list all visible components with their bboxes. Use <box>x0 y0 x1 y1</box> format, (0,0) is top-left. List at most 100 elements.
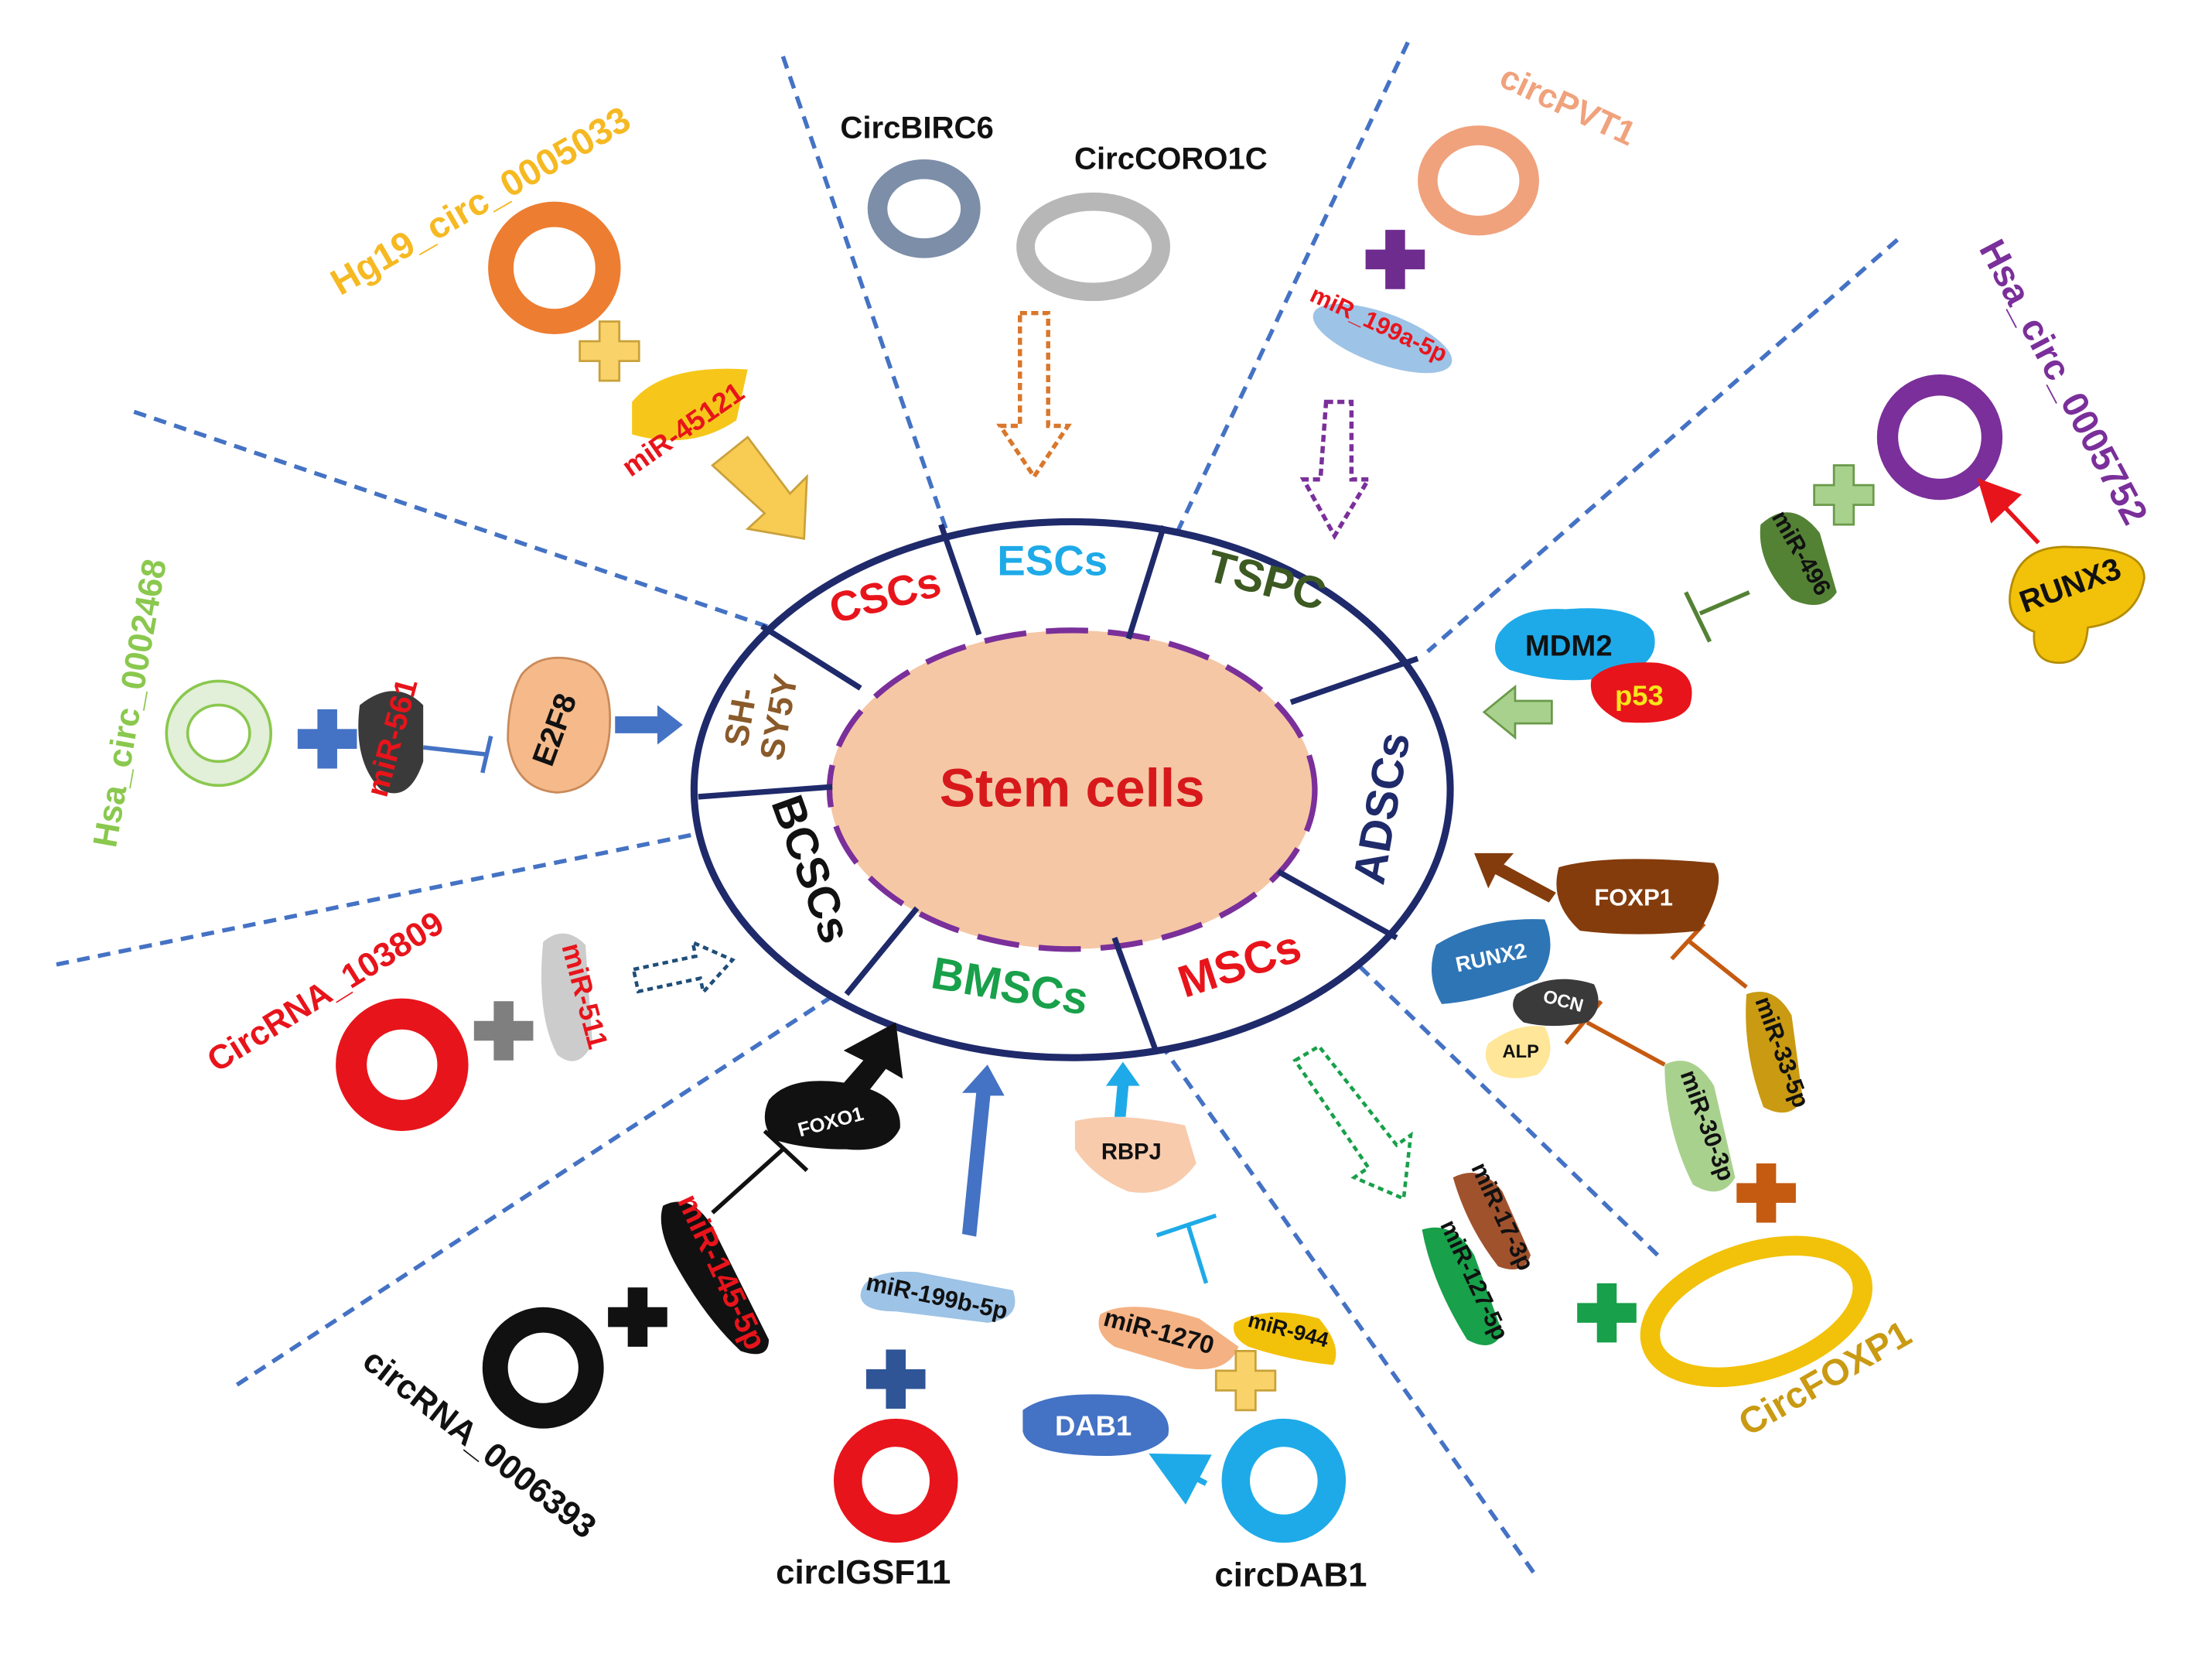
alp-label: ALP <box>1503 1042 1539 1062</box>
arrow-e2f8-to-shsy5y <box>615 705 683 745</box>
hsa2468-ring-hole <box>186 703 251 764</box>
mir496-shape <box>1760 512 1837 606</box>
circpvt1-pathway: circPVT1 miR_199a-5p <box>1299 58 1641 541</box>
circfoxp1-pathway: miR-17-3p miR-127-5p CircFOXP1 miR-30-3p… <box>1292 853 1918 1444</box>
inhibit-line-mir561 <box>422 745 487 757</box>
stem-cell-wheel: Stem cells CSCs ESCs TSPC ADSCs MSCs BMS… <box>690 518 1454 1061</box>
foxp1-shape <box>1556 859 1719 935</box>
mir1270-shape <box>1098 1307 1239 1370</box>
circrna6393-ring <box>482 1307 604 1429</box>
inhibit-bar-mir145 <box>763 1129 809 1172</box>
plus-shape <box>1365 230 1425 289</box>
plus-shape <box>1577 1283 1637 1343</box>
circrna103809-label: CircRNA_103809 <box>200 904 450 1079</box>
spoke <box>1289 655 1419 706</box>
arrow-hollow-purple <box>1299 399 1373 541</box>
hsa5752-ring <box>1876 374 2003 501</box>
circcoro1c-label: CircCORO1C <box>1074 142 1268 176</box>
p53-label: p53 <box>1615 679 1664 711</box>
circigsf11-ring <box>833 1418 958 1543</box>
birc6-coro1c-pathway: CircBIRC6 CircCORO1C <box>840 111 1268 481</box>
circfoxp1-ring <box>1640 1235 1872 1388</box>
hg19-label: Hg19_circ_0005033 <box>324 99 637 304</box>
spoke <box>1111 936 1160 1054</box>
sector-dividers <box>56 41 1900 1574</box>
divider-line <box>133 409 784 634</box>
center-label: Stem cells <box>940 758 1205 818</box>
segment-label-escs: ESCs <box>997 537 1108 585</box>
mir145-shape <box>661 1201 770 1355</box>
circdab1-ring <box>1221 1418 1347 1543</box>
arrow-foxp1-to-adscs <box>1474 853 1556 903</box>
foxp1-label: FOXP1 <box>1594 883 1673 911</box>
arrow-rbpj-to-bmscs <box>1106 1061 1140 1117</box>
circpvt1-ring <box>1418 125 1539 236</box>
plus-shape <box>1214 1349 1277 1412</box>
mir199a-shape <box>1313 303 1452 374</box>
mir199b-shape <box>860 1271 1016 1323</box>
circbirc6-label: CircBIRC6 <box>840 111 993 145</box>
circdab1-pathway: RBPJ miR-1270 miR-944 DAB1 circDAB1 <box>1022 1061 1367 1594</box>
divider-line <box>1133 41 1410 622</box>
spoke <box>844 906 920 996</box>
mdm2-shape <box>1495 608 1655 681</box>
rbpj-shape <box>1074 1116 1196 1193</box>
mir127-shape <box>1422 1227 1503 1346</box>
dab1-shape <box>1022 1394 1169 1457</box>
inhibit-line-mir30 <box>1586 1020 1666 1067</box>
hg19-circ-ring <box>488 201 621 335</box>
plus-shape <box>473 1001 534 1061</box>
circigsf11-label: circIGSF11 <box>776 1553 951 1591</box>
hg19-pathway: Hg19_circ_0005033 miR-45121 <box>324 99 808 540</box>
plus-shape <box>297 709 357 769</box>
ocn-shape <box>1513 979 1599 1027</box>
arrow-hollow-orange <box>996 310 1072 481</box>
inhibit-bar-mir496 <box>1684 591 1712 643</box>
e2f8-shape <box>507 656 611 794</box>
hsa2468-pathway: Hsa_circ_0002468 miR-561 E2F8 <box>86 556 683 850</box>
inhibit-bar-mir561 <box>480 735 493 774</box>
mir33-shape <box>1746 992 1804 1113</box>
foxo1-shape <box>764 1081 900 1150</box>
alp-shape <box>1485 1026 1551 1078</box>
circcoro1c-ring <box>1016 192 1170 302</box>
spoke <box>760 624 862 691</box>
circbirc6-ring <box>867 159 981 258</box>
divider-line <box>1336 943 1660 1257</box>
spoke <box>938 523 982 636</box>
mir30-shape <box>1664 1061 1736 1192</box>
inhibit-line-mir496 <box>1698 590 1750 616</box>
circrna103809-pathway: CircRNA_103809 miR-511 <box>200 904 736 1131</box>
plus-shape <box>1813 464 1875 526</box>
spoke <box>698 784 833 800</box>
inhibit-line-mir145 <box>711 1147 785 1215</box>
hsa5752-label: Hsa_circ_0005752 <box>1971 233 2156 531</box>
mir17-shape <box>1452 1173 1531 1270</box>
mir45121-shape <box>632 368 748 441</box>
spoke <box>1276 869 1398 941</box>
arrow-hg19-to-cscs <box>711 436 808 540</box>
arrow-hollow-green <box>1292 1044 1413 1201</box>
mir944-shape <box>1233 1312 1336 1365</box>
arrow-circdab1-to-dab1 <box>1149 1453 1212 1505</box>
inhibit-line-mir33 <box>1688 940 1748 989</box>
mdm2-label: MDM2 <box>1525 630 1613 663</box>
arrow-foxo1-to-bmscs <box>843 1022 903 1095</box>
plus-shape <box>608 1287 667 1347</box>
inhibit-bar-dab1 <box>1155 1213 1217 1238</box>
arrow-runx3-to-hsa5752 <box>1977 478 2040 545</box>
spoke <box>1125 524 1167 640</box>
hsa2468-label: Hsa_circ_0002468 <box>86 556 174 850</box>
arrow-hollow-blue <box>631 939 736 996</box>
plus-shape <box>579 320 640 382</box>
circrna103809-ring <box>336 998 469 1131</box>
divider-line <box>56 822 742 967</box>
runx3-shape <box>2009 545 2145 665</box>
plus-shape <box>865 1349 926 1409</box>
divider-line <box>780 56 980 621</box>
circdab1-label: circDAB1 <box>1214 1556 1367 1594</box>
circrna6393-label: circRNA_0006393 <box>356 1341 603 1546</box>
dab1-label: DAB1 <box>1055 1410 1132 1442</box>
runx2-shape <box>1431 919 1551 1004</box>
